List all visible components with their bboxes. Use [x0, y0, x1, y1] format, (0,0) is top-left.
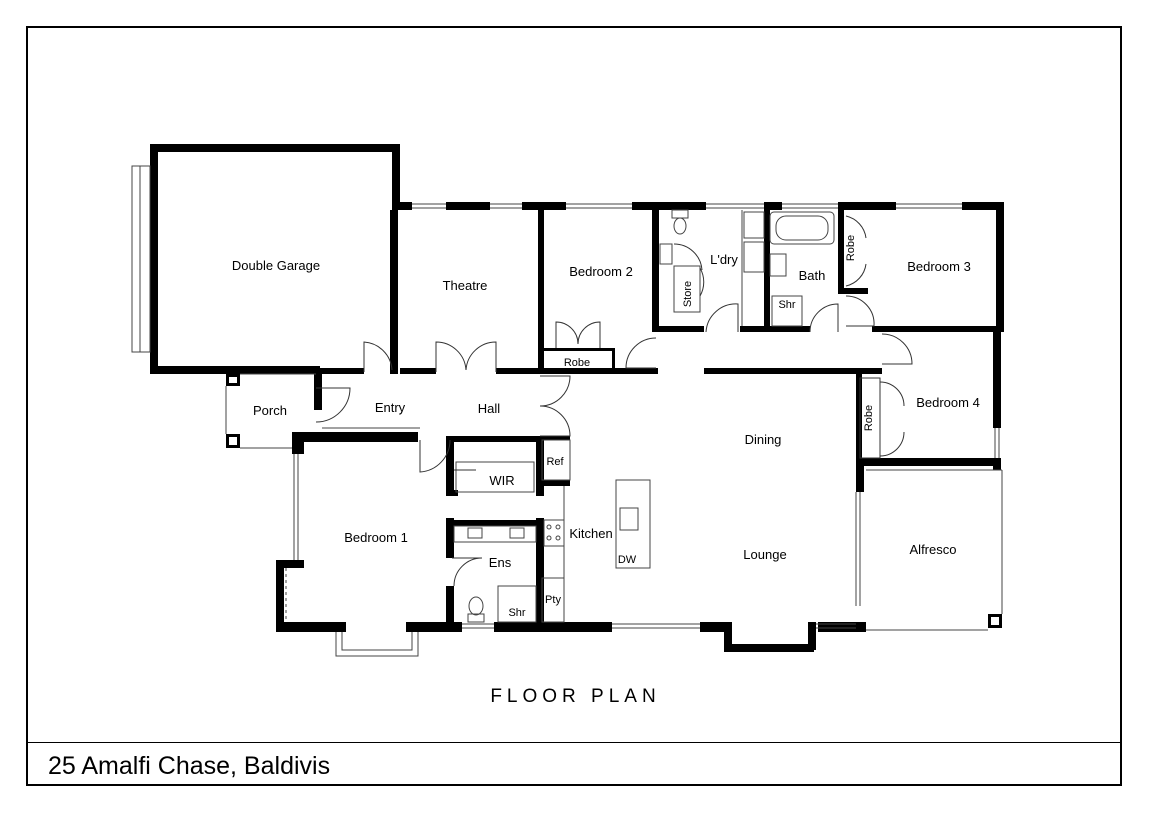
- room-label-alfresco: Alfresco: [910, 542, 957, 557]
- room-label-laundry: L'dry: [710, 252, 738, 267]
- fixture-label-pantry: Pty: [545, 594, 561, 606]
- room-label-bedroom-2: Bedroom 2: [569, 264, 633, 279]
- page-frame: [26, 26, 1122, 786]
- fixture-label-robe-bedroom-4: Robe: [863, 405, 875, 431]
- room-label-hall: Hall: [478, 401, 501, 416]
- room-label-bedroom-1: Bedroom 1: [344, 530, 408, 545]
- room-labels: Double Garage Theatre Bedroom 2 L'dry Ba…: [232, 252, 980, 570]
- room-label-dining: Dining: [745, 432, 782, 447]
- room-label-double-garage: Double Garage: [232, 258, 320, 273]
- room-label-entry: Entry: [375, 400, 406, 415]
- thin-lines: [131, 165, 1003, 657]
- room-label-ens: Ens: [489, 555, 512, 570]
- room-label-porch: Porch: [253, 403, 287, 418]
- doors: [315, 215, 913, 587]
- property-address: 25 Amalfi Chase, Baldivis: [48, 752, 331, 780]
- room-label-theatre: Theatre: [443, 278, 488, 293]
- fixture-label-shower-ensuite: Shr: [508, 607, 525, 619]
- room-label-kitchen: Kitchen: [569, 526, 612, 541]
- fixture-label-robe-bedroom-3: Robe: [845, 235, 857, 261]
- fixture-label-shower-bath: Shr: [778, 299, 795, 311]
- fixture-labels: Store Robe Robe Robe Shr Shr Ref Pty DW: [508, 235, 875, 619]
- fixture-label-refrigerator: Ref: [546, 456, 564, 468]
- room-label-bedroom-4: Bedroom 4: [916, 395, 980, 410]
- room-label-bath: Bath: [799, 268, 826, 283]
- walls: [150, 144, 1004, 652]
- room-label-lounge: Lounge: [743, 547, 786, 562]
- fixture-label-robe-bedroom-2: Robe: [564, 357, 590, 369]
- fixture-label-dishwasher: DW: [618, 554, 637, 566]
- plan-title: FLOOR PLAN: [490, 686, 661, 707]
- room-label-bedroom-3: Bedroom 3: [907, 259, 971, 274]
- fixture-label-store: Store: [682, 281, 694, 307]
- footer-divider: [28, 742, 1122, 743]
- room-label-wir: WIR: [489, 473, 514, 488]
